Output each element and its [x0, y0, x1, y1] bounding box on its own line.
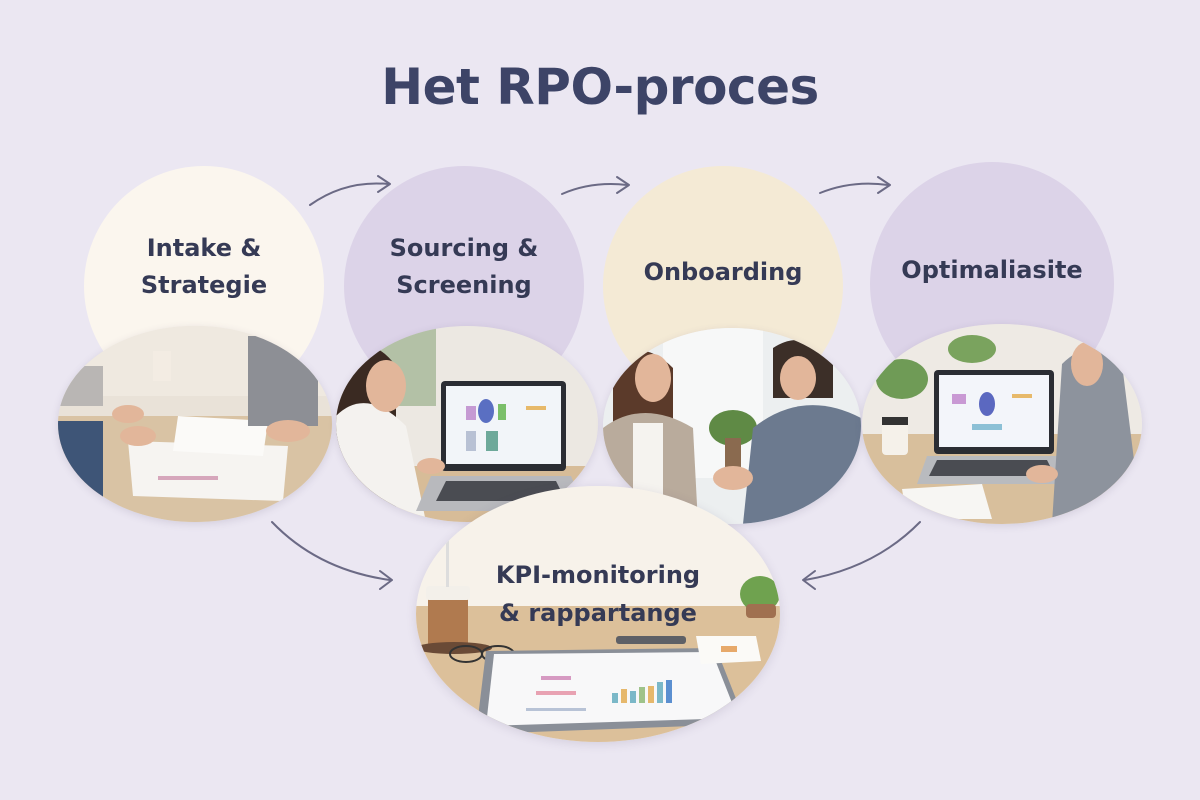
- arrow-onboarding-to-optimalisatie-icon: [819, 176, 891, 194]
- step-label-sourcing: Sourcing & Screening: [389, 234, 539, 299]
- step-bubble-kpi: KPI-monitoring & rappartange: [416, 486, 780, 742]
- arrow-to-kpi-left-icon: [271, 521, 393, 590]
- photo-optimization-laptop: [862, 324, 1142, 524]
- arrow-to-kpi-right-icon: [802, 521, 921, 590]
- photo-team-meeting: [58, 326, 332, 522]
- step-label-onboarding: Onboarding: [643, 258, 803, 286]
- step-label-optimalisatie: Optimaliasite: [901, 256, 1083, 284]
- report-bar-chart: [612, 680, 672, 703]
- photo-kpi-desk: [416, 486, 780, 742]
- arrow-sourcing-to-onboarding-icon: [561, 176, 630, 195]
- page-title: Het RPO-proces: [381, 58, 819, 116]
- step-label-kpi: KPI-monitoring & rappartange: [495, 561, 701, 627]
- step-label-intake: Intake & Strategie: [140, 234, 268, 299]
